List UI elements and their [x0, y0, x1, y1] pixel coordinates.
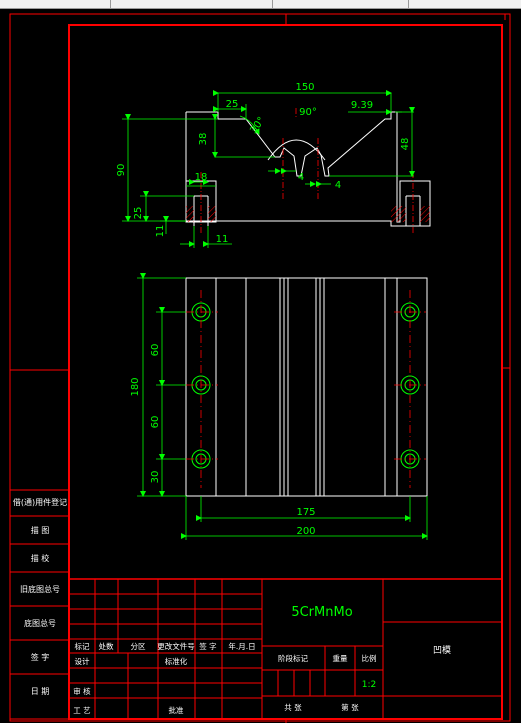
- label-review: 审 核: [73, 686, 91, 696]
- dim-total-height: 90: [116, 164, 127, 177]
- dim-pin-width: 18: [195, 172, 208, 183]
- dim-angle-side: 30°: [248, 115, 267, 136]
- dim-overall-width: 150: [295, 82, 314, 93]
- material-label: 5CrMnMo: [291, 605, 352, 620]
- label-stage-mark: 阶段标记: [278, 653, 308, 663]
- side-label-2: 描 校: [31, 553, 50, 563]
- side-label-3: 旧底图总号: [20, 584, 60, 594]
- scale-value: 1:2: [362, 680, 376, 690]
- dim-overall-width-top: 200: [296, 526, 315, 537]
- front-view-centerlines: [200, 108, 414, 234]
- header-mark: 标记: [75, 641, 90, 651]
- side-label-0: 借(通)用件登记: [13, 497, 67, 507]
- side-strip: 借(通)用件登记 描 图 描 校 旧底图总号 底图总号 签 字 日 期: [9, 489, 70, 720]
- dim-height-total: 180: [130, 377, 141, 396]
- dim-top-right: 9.39: [351, 100, 373, 111]
- dim-pitch-top: 60: [150, 344, 161, 357]
- top-view: 180 60 60 30 175 200: [130, 273, 428, 540]
- label-weight: 重量: [333, 654, 348, 663]
- dim-angle-vee: 90°: [299, 107, 317, 118]
- dim-pin-depth: 25: [133, 207, 144, 220]
- top-view-dimension-text: 180 60 60 30 175 200: [130, 344, 316, 537]
- title-block: 5CrMnMo 凹模 1:2 标记 处数 分区 更改文件号 签 字 年.月.日 …: [68, 578, 503, 720]
- dim-height-right: 48: [400, 138, 411, 151]
- dim-pin-bottom: 11: [155, 225, 166, 238]
- header-zone: 分区: [131, 642, 146, 651]
- header-date: 年.月.日: [228, 641, 255, 651]
- label-process: 工 艺: [73, 706, 90, 715]
- top-view-centerlines: [186, 290, 426, 488]
- side-label-5: 签 字: [31, 652, 50, 662]
- dim-hole-span: 175: [296, 507, 315, 518]
- dim-pitch-mid: 60: [150, 416, 161, 429]
- dim-slot-right: 4: [335, 180, 341, 191]
- label-scale: 比例: [362, 653, 377, 663]
- drawing-canvas: 150 25 30° 90° 9.39 38 48 90 4 4 18 25 1…: [9, 13, 511, 723]
- header-count: 处数: [99, 641, 114, 651]
- side-label-4: 底图总号: [24, 618, 56, 628]
- side-label-1: 描 图: [31, 525, 50, 535]
- label-sheet-no: 第 张: [341, 702, 359, 712]
- dim-top-left: 25: [226, 99, 239, 110]
- front-view-hatch: [186, 206, 430, 222]
- window-top-bar: [0, 0, 521, 9]
- header-sign: 签 字: [199, 641, 216, 651]
- dim-slot-left: 4: [298, 172, 304, 183]
- side-label-6: 日 期: [31, 687, 50, 696]
- front-view-dimension-text: 150 25 30° 90° 9.39 38 48 90 4 4 18 25 1…: [116, 82, 411, 245]
- label-standardize: 标准化: [165, 656, 188, 666]
- top-view-dimension-lines: [137, 273, 428, 540]
- part-name-label: 凹模: [433, 645, 451, 656]
- top-view-outline: [185, 277, 428, 497]
- dim-height-left: 38: [198, 133, 209, 146]
- dim-pin-offset: 11: [216, 234, 229, 245]
- label-approve: 批准: [169, 705, 184, 715]
- dim-edge-bottom: 30: [150, 471, 161, 484]
- front-view-dimension-lines: [122, 90, 415, 248]
- front-view: 150 25 30° 90° 9.39 38 48 90 4 4 18 25 1…: [116, 82, 431, 248]
- label-sheets-total: 共 张: [284, 703, 302, 712]
- label-design: 设计: [75, 656, 90, 666]
- header-change-doc: 更改文件号: [157, 641, 195, 651]
